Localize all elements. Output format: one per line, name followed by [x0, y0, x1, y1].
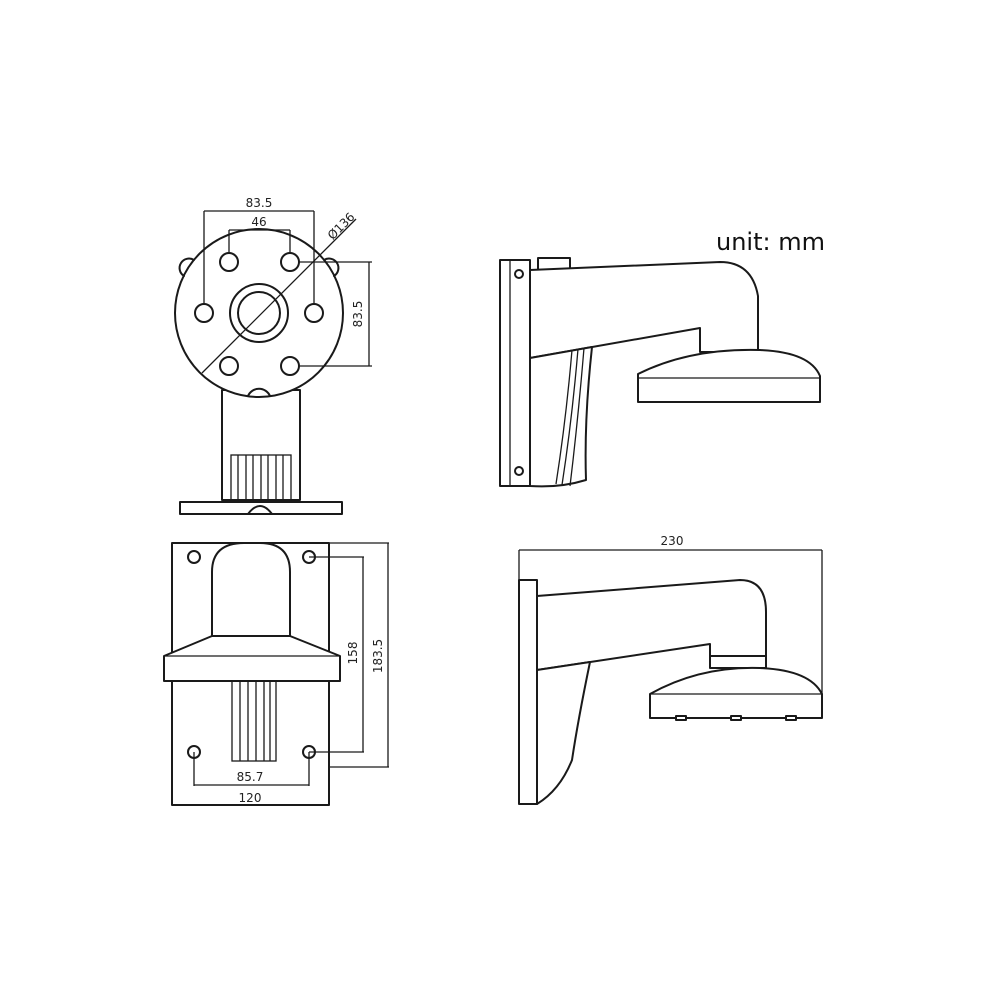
center-hole-inner	[237, 291, 281, 335]
center-hole-outer	[229, 283, 289, 343]
dome-neck	[709, 655, 767, 669]
foot	[785, 715, 797, 721]
wall-plate	[179, 501, 343, 515]
dome2-housing	[649, 666, 823, 719]
side2-wall-plate	[518, 579, 538, 805]
corner-hole	[187, 550, 201, 564]
dim-label-diameter: Ø136	[325, 210, 358, 243]
arm2-support	[536, 661, 591, 805]
dim-label-height: 83.5	[351, 301, 365, 328]
dim-label-width-inner: 85.7	[237, 770, 264, 784]
arm	[529, 261, 759, 359]
dim-label-length: 230	[661, 534, 684, 548]
bottom-notch	[247, 387, 271, 397]
unit-label: unit: mm	[716, 228, 825, 256]
side-view-bottom: 230	[518, 534, 823, 805]
diameter-line	[201, 218, 357, 374]
front-view-wall-plate: 158 183.5 85.7 120	[163, 542, 389, 806]
dome-housing	[637, 348, 821, 403]
foot	[675, 715, 687, 721]
arm-support	[529, 346, 593, 488]
foot	[730, 715, 742, 721]
edge-notch	[323, 257, 340, 277]
side-view-top	[499, 257, 821, 488]
dim-label-width-inner: 46	[251, 215, 266, 229]
screw-hole	[219, 356, 239, 376]
dim-label-width-outer: 120	[239, 791, 262, 805]
edge-notch	[178, 257, 195, 277]
side-wall-plate	[499, 259, 531, 487]
dim-label-height-inner: 158	[346, 642, 360, 665]
dim-label-height-outer: 183.5	[371, 639, 385, 673]
front-view-circular-mount: 83.5 46 Ø136 83.5	[174, 196, 372, 515]
circular-base	[174, 228, 344, 398]
dome-body	[211, 542, 291, 637]
plate-screw	[514, 269, 524, 279]
plate-screw	[514, 466, 524, 476]
plate-notch	[247, 505, 273, 515]
rib-block	[231, 680, 277, 762]
dim-label-width-outer: 83.5	[246, 196, 273, 210]
